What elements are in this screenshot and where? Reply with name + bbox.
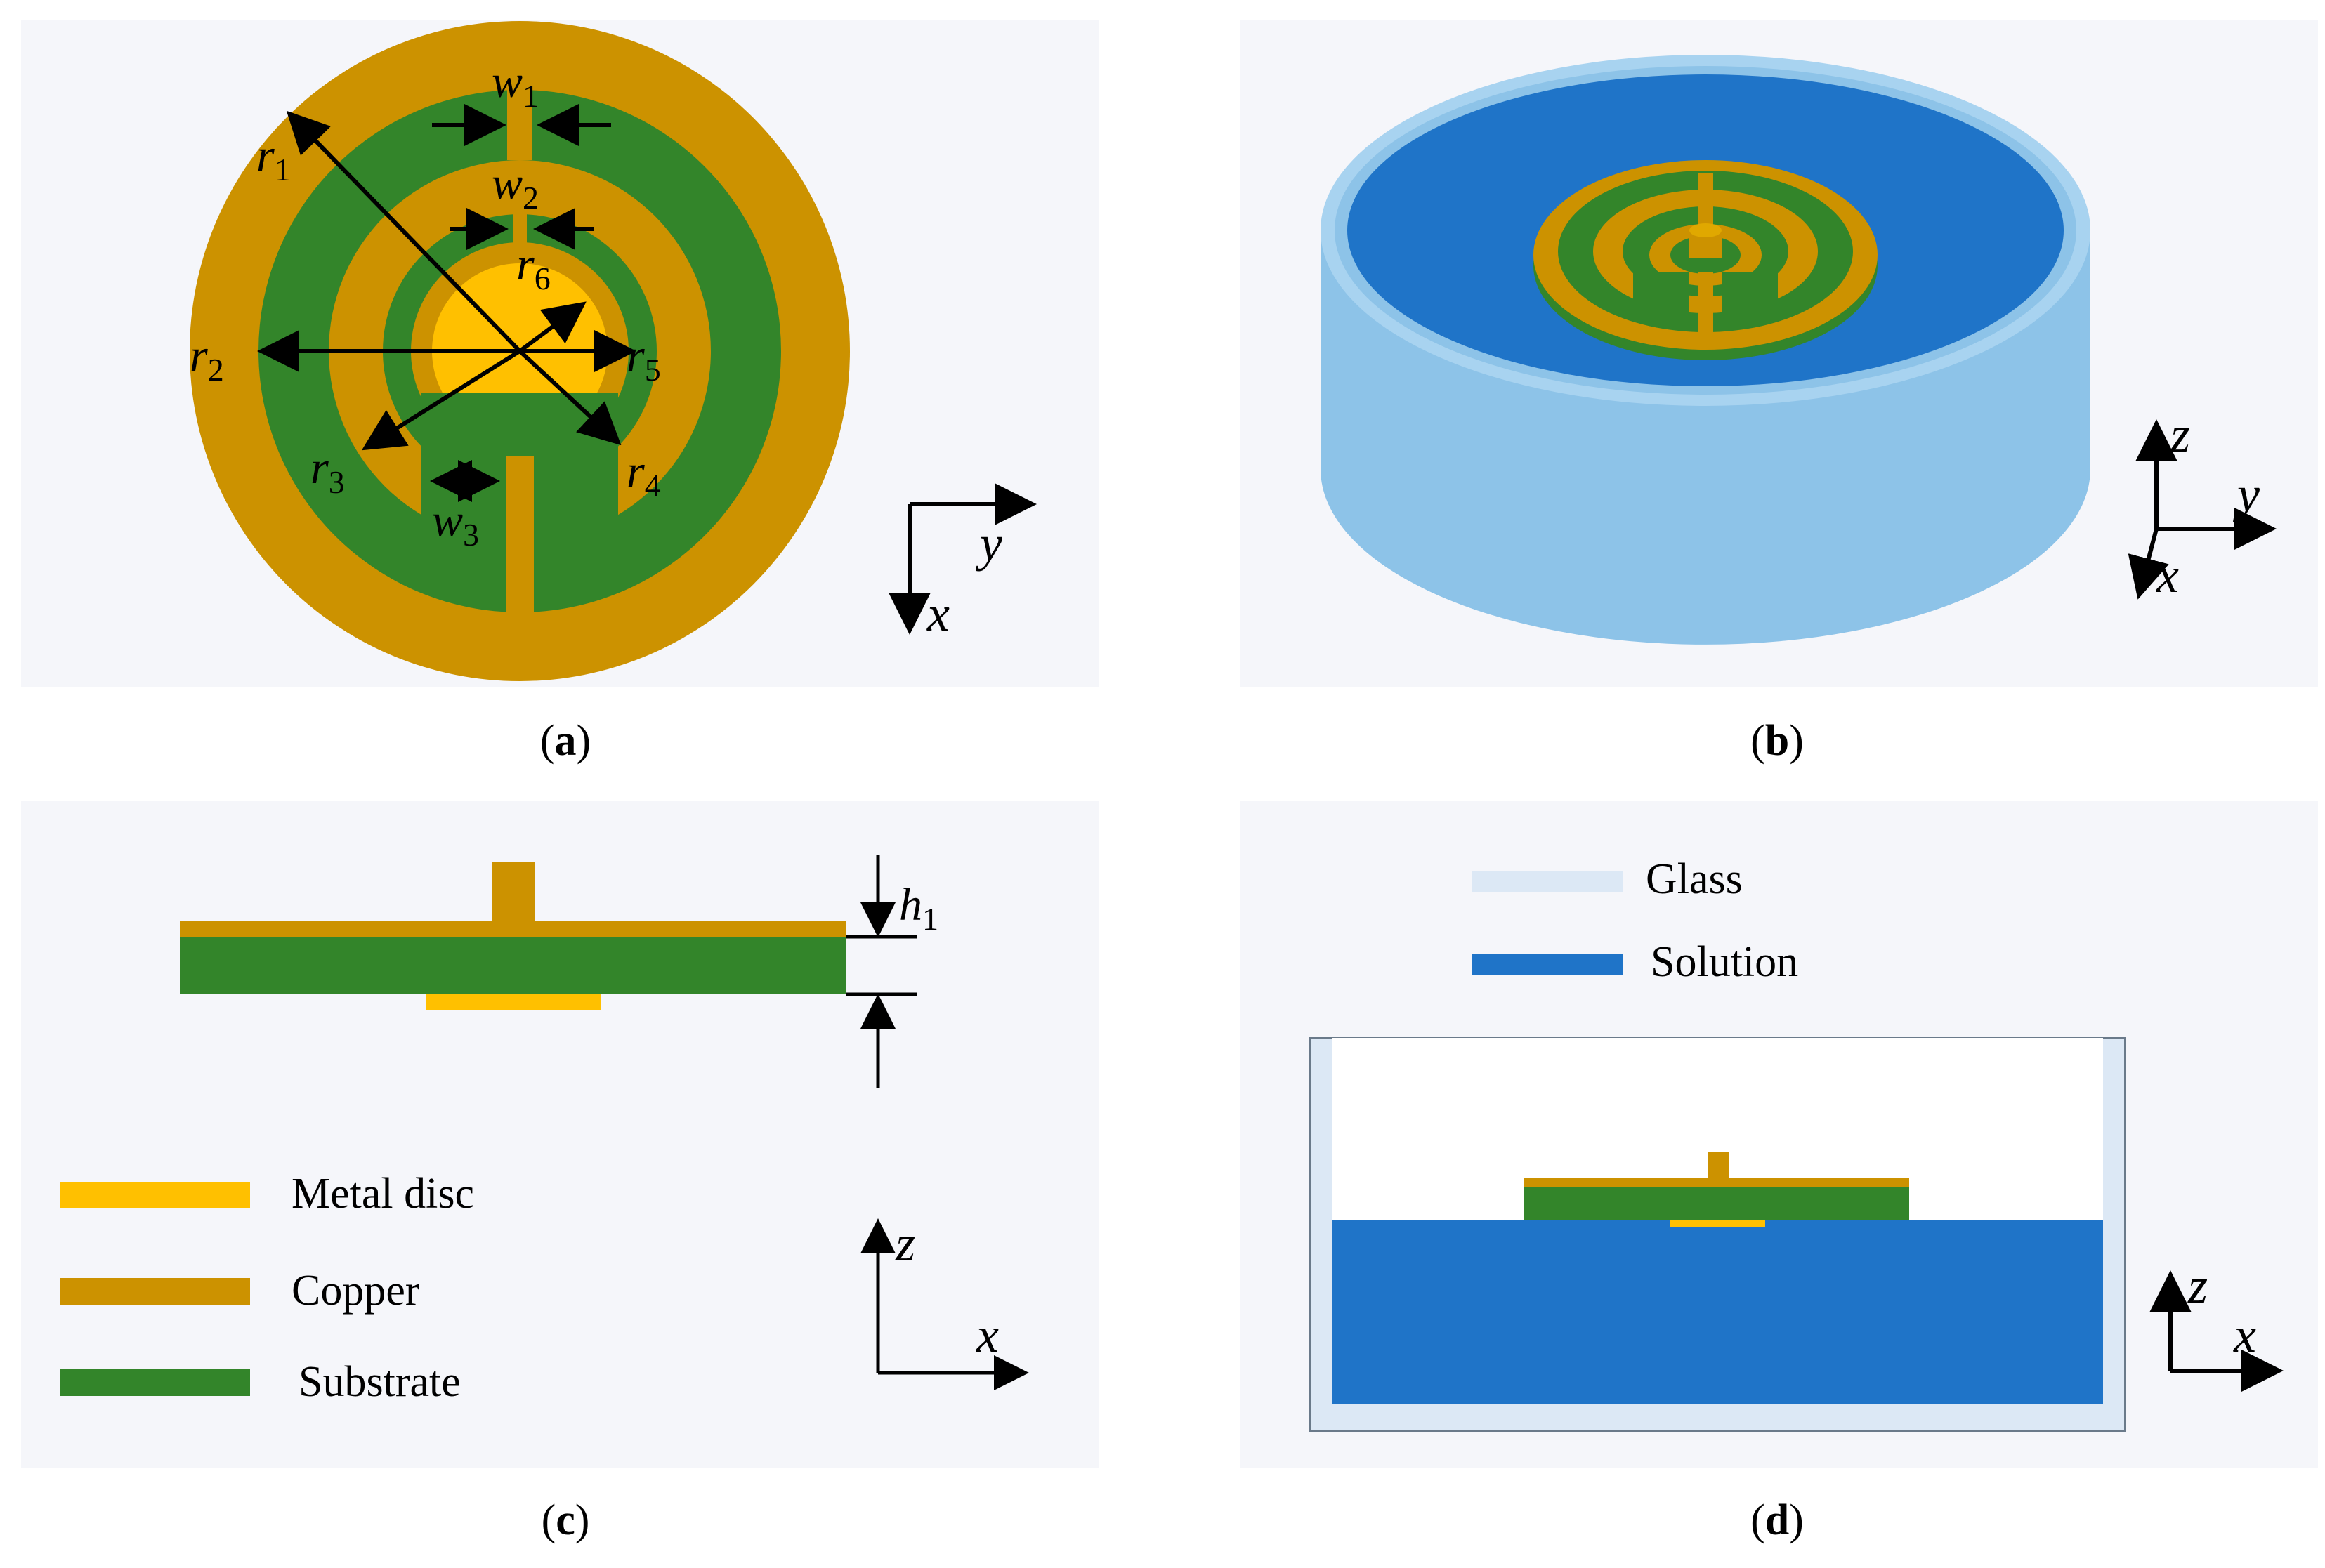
caption-b: (b) [1750, 717, 1804, 765]
resonator-top-slot [1698, 173, 1713, 229]
legend-label-solution: Solution [1651, 938, 1798, 986]
caption-c: (c) [541, 1496, 590, 1544]
label-r4: r4 [627, 446, 661, 503]
resonator-metal-disc [1670, 1220, 1765, 1227]
axis-y-label: y [2232, 466, 2260, 522]
panel-c: h1 z x Metal disc Copper Substrate [21, 801, 1099, 1468]
legend-label-copper: Copper [292, 1267, 420, 1315]
label-w2: w2 [492, 158, 539, 216]
arrow-r1 [286, 110, 522, 353]
axis-z-label: z [2187, 1258, 2208, 1314]
solution-fill [1332, 1220, 2103, 1404]
legend-c: Metal disc Copper Substrate [60, 1170, 474, 1406]
arrow-r6 [518, 301, 587, 353]
label-h1: h1 [899, 879, 938, 937]
resonator-feed-line [1698, 272, 1713, 346]
resonator-copper [1524, 1178, 1909, 1187]
panel-d: Glass Solution z x [1240, 801, 2318, 1468]
cross-section-substrate [180, 937, 846, 994]
feed-line [506, 456, 534, 614]
resonator-bottom-opening-r [1722, 272, 1778, 315]
panel-a-diagram: r1 r2 r3 r4 r5 r6 w1 w2 w3 y x [190, 21, 1037, 681]
resonator-pin-top [1689, 223, 1722, 237]
label-r2: r2 [190, 330, 224, 388]
panel-d-diagram: Glass Solution z x [1309, 855, 2284, 1432]
axis-x-label: x [2233, 1307, 2256, 1363]
slot-w1 [507, 90, 532, 160]
legend-swatch-glass [1472, 871, 1623, 892]
label-r1: r1 [256, 130, 291, 187]
caption-a: (a) [539, 717, 591, 765]
panel-c-diagram: h1 z x Metal disc Copper Substrate [60, 855, 1029, 1406]
panel-b: z y x [1240, 20, 2318, 687]
resonator-bottom-opening-l [1633, 272, 1689, 315]
axis-z-label: z [895, 1215, 915, 1272]
legend-swatch-solution [1472, 954, 1623, 975]
arrow-r3 [361, 349, 521, 451]
cross-section-pin [492, 862, 535, 921]
resonator-substrate [1524, 1187, 1909, 1220]
axis-x-label: x [2156, 547, 2179, 603]
panel-a: r1 r2 r3 r4 r5 r6 w1 w2 w3 y x [21, 20, 1099, 687]
panel-b-diagram: z y x [1321, 55, 2277, 645]
axis-x-label: x [976, 1307, 999, 1363]
axis-y-label: y [975, 515, 1002, 572]
label-w3: w3 [432, 495, 479, 553]
slot-w3 [428, 428, 506, 463]
axis-z-label: z [2170, 407, 2190, 463]
legend-swatch-substrate [60, 1369, 250, 1396]
axis-x-label: x [926, 586, 950, 642]
slot-w2 [513, 214, 527, 244]
cross-section-metal-disc [426, 994, 601, 1010]
cross-section-copper [180, 921, 846, 937]
axis-x-arrow [2128, 528, 2169, 600]
legend-label-substrate: Substrate [299, 1358, 461, 1406]
legend-label-glass: Glass [1646, 855, 1743, 903]
caption-d: (d) [1750, 1496, 1804, 1544]
resonator-pin [1708, 1152, 1729, 1180]
legend-swatch-copper [60, 1278, 250, 1305]
label-r6: r6 [516, 239, 551, 296]
label-r3: r3 [310, 442, 345, 500]
label-w1: w1 [492, 56, 539, 114]
legend-label-metal-disc: Metal disc [292, 1170, 474, 1218]
arrow-r4 [518, 349, 622, 446]
legend-swatch-metal-disc [60, 1182, 250, 1208]
label-r5: r5 [627, 330, 661, 388]
